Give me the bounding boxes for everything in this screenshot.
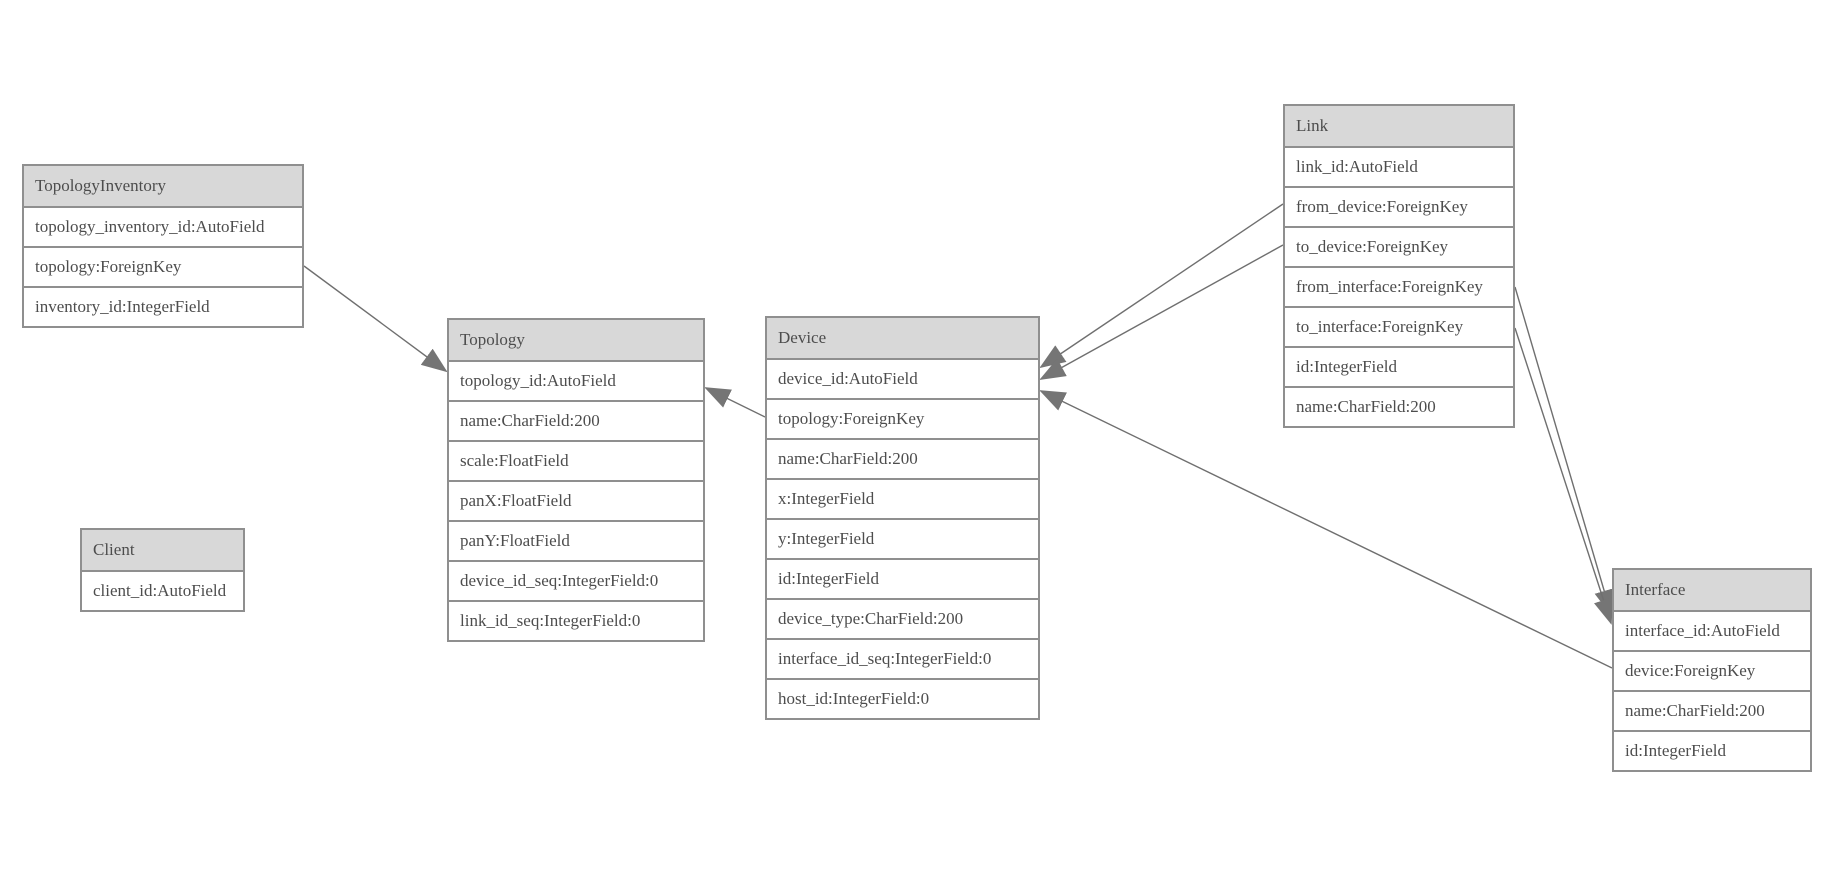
entity-field: interface_id:AutoField [1614,610,1810,650]
edge-link-to-device-to-device-device-id [1039,244,1284,380]
entity-field: topology:ForeignKey [24,246,302,286]
edge-link-from-device-to-device-device-id [1039,203,1284,369]
edge-device-topology-to-topology-topology-id [704,387,766,418]
entity-field: device_id_seq:IntegerField:0 [449,560,703,600]
entity-field: host_id:IntegerField:0 [767,678,1038,718]
entity-field: to_device:ForeignKey [1285,226,1513,266]
entity-field: scale:FloatField [449,440,703,480]
entity-field: x:IntegerField [767,478,1038,518]
entity-field: topology_id:AutoField [449,360,703,400]
entity-field: topology_inventory_id:AutoField [24,206,302,246]
entity-field: panX:FloatField [449,480,703,520]
entity-field: link_id:AutoField [1285,146,1513,186]
edge-link-to-interface-to-interface-interface-id [1514,327,1614,625]
entity-title: Interface [1614,570,1810,610]
entity-field: id:IntegerField [1285,346,1513,386]
entity-field: id:IntegerField [1614,730,1810,770]
entity-title: TopologyInventory [24,166,302,206]
entity-field: name:CharField:200 [767,438,1038,478]
entity-field: panY:FloatField [449,520,703,560]
edge-topologyinventory-topology-to-topology-topology-id [303,265,448,373]
entity-field: device_type:CharField:200 [767,598,1038,638]
edge-link-from-interface-to-interface-interface-id [1514,286,1614,616]
entity-title: Device [767,318,1038,358]
entity-field: to_interface:ForeignKey [1285,306,1513,346]
entity-field: topology:ForeignKey [767,398,1038,438]
entity-field: name:CharField:200 [1285,386,1513,426]
entity-field: device_id:AutoField [767,358,1038,398]
entity-title: Link [1285,106,1513,146]
edge-interface-device-to-device-device-id [1039,390,1613,669]
entity-field: name:CharField:200 [1614,690,1810,730]
entity-field: link_id_seq:IntegerField:0 [449,600,703,640]
entity-field: from_device:ForeignKey [1285,186,1513,226]
entity-topologyinventory: TopologyInventory topology_inventory_id:… [22,164,304,328]
entity-field: name:CharField:200 [449,400,703,440]
entity-field: client_id:AutoField [82,570,243,610]
entity-field: y:IntegerField [767,518,1038,558]
entity-field: interface_id_seq:IntegerField:0 [767,638,1038,678]
entity-field: from_interface:ForeignKey [1285,266,1513,306]
entity-title: Client [82,530,243,570]
entity-field: inventory_id:IntegerField [24,286,302,326]
entity-field: device:ForeignKey [1614,650,1810,690]
entity-client: Client client_id:AutoField [80,528,245,612]
entity-field: id:IntegerField [767,558,1038,598]
entity-title: Topology [449,320,703,360]
